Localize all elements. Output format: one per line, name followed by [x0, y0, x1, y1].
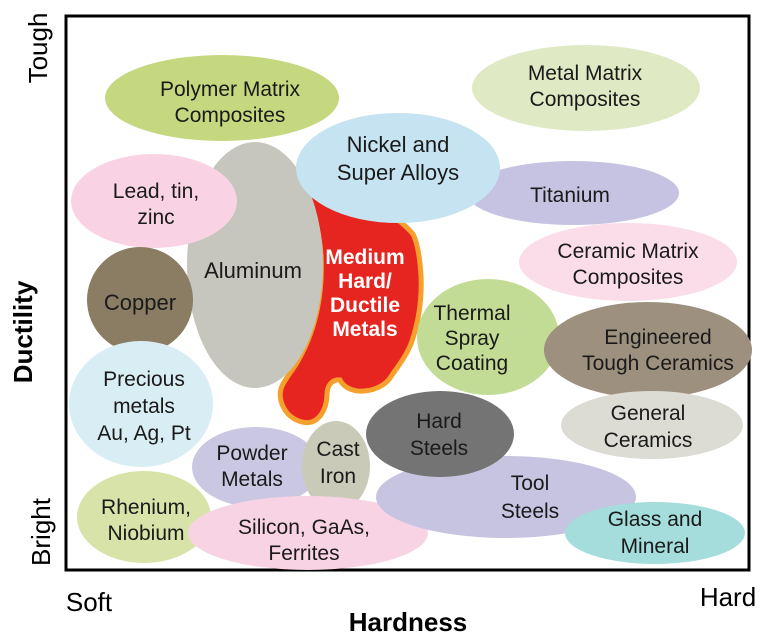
- bubble-rhenium-niobium: [77, 471, 211, 563]
- bubble-label-silicon-gaas-ferrites: Silicon, GaAs,Ferrites: [238, 516, 370, 565]
- bubble-engineered-tough-ceramics: [544, 302, 752, 398]
- bubble-silicon-gaas-ferrites: [188, 496, 428, 570]
- y-axis-title: Ductility: [8, 280, 38, 383]
- bubble-thermal-spray-coating: [417, 279, 559, 395]
- bubble-hard-steels: [366, 391, 514, 477]
- bubble-titanium: [467, 161, 679, 225]
- x-axis-max-label: Hard: [700, 582, 756, 612]
- bubble-metal-matrix-composites: [472, 45, 700, 131]
- bubble-label-copper: Copper: [104, 290, 176, 315]
- bubble-label-rhenium-niobium: Rhenium,Niobium: [101, 496, 191, 545]
- bubble-label-lead-tin-zinc: Lead, tin,zinc: [113, 180, 199, 229]
- bubble-label-aluminum: Aluminum: [204, 258, 302, 283]
- bubble-nickel-super-alloys: [296, 113, 500, 223]
- bubble-polymer-matrix-composites: [105, 55, 339, 141]
- bubble-copper: [87, 247, 193, 353]
- bubble-precious-metals: [69, 341, 213, 467]
- bubble-ceramic-matrix-composites: [519, 223, 737, 301]
- bubble-lead-tin-zinc: [71, 154, 237, 248]
- bubble-cast-iron: [302, 421, 370, 511]
- y-axis-min-label: Bright: [26, 497, 56, 566]
- x-axis-min-label: Soft: [66, 587, 113, 617]
- bubble-powder-metals: [192, 427, 320, 507]
- bubble-general-ceramics: [561, 391, 743, 459]
- x-axis-title: Hardness: [349, 607, 468, 637]
- bubble-label-titanium: Titanium: [530, 184, 610, 207]
- bubble-medium-hard-ductile-metals: [277, 164, 424, 426]
- bubble-shapes-layer: [69, 45, 752, 570]
- y-axis-max-label: Tough: [23, 13, 53, 84]
- bubble-glass-and-mineral: [565, 502, 745, 564]
